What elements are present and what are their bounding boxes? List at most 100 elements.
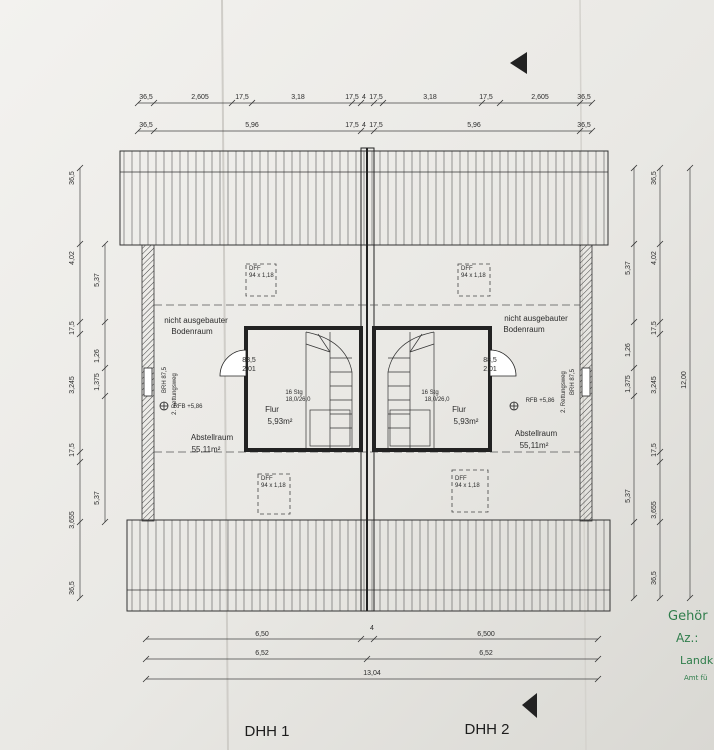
dimension-tick bbox=[630, 240, 638, 248]
right-total-dimension: 12,00 bbox=[681, 371, 688, 389]
bottom-total-dimension: 13,04 bbox=[363, 670, 381, 677]
top-dimension-label: 17,5 bbox=[369, 94, 383, 101]
dimension-tick bbox=[150, 99, 158, 107]
stair-core-left bbox=[244, 326, 363, 452]
dimension-tick bbox=[576, 127, 584, 135]
bottom-dimension-label: 6,50 bbox=[255, 631, 269, 638]
top-dimension-label: 5,96 bbox=[467, 122, 481, 129]
left-dimension-lines bbox=[79, 168, 106, 598]
dimension-tick bbox=[76, 164, 84, 172]
room-area-flur: 5,93m² bbox=[454, 417, 479, 426]
dimension-tick bbox=[348, 99, 356, 107]
roof-window-label: DFF bbox=[261, 476, 273, 482]
stairs-label: 16 Stg bbox=[421, 390, 438, 396]
dimension-tick bbox=[101, 364, 109, 372]
door-height-label: 2,01 bbox=[242, 366, 256, 373]
bottom-dimension-lines bbox=[146, 638, 598, 680]
left-dimension-label: 1,375 bbox=[94, 373, 101, 391]
dimension-tick bbox=[656, 318, 664, 326]
roof-window bbox=[451, 469, 489, 513]
dimension-tick bbox=[134, 99, 142, 107]
dimension-tick bbox=[656, 594, 664, 602]
top-dimension-label: 36,5 bbox=[139, 94, 153, 101]
left-dimension-label: 17,5 bbox=[69, 321, 76, 335]
door-width-label: 88,5 bbox=[483, 357, 497, 364]
stairs-label: 18,0/26,0 bbox=[285, 397, 311, 403]
stairs-label: 18,0/26,0 bbox=[424, 397, 450, 403]
bottom-dimension-label: 6,52 bbox=[255, 650, 269, 657]
top-dimension-label: 3,18 bbox=[291, 94, 305, 101]
dimension-tick bbox=[478, 99, 486, 107]
dimension-tick bbox=[656, 448, 664, 456]
right-dimension-label: 3,655 bbox=[651, 501, 658, 519]
top-dimension-label: 36,5 bbox=[577, 94, 591, 101]
door-swing-left bbox=[219, 349, 247, 377]
roof-window-label: DFF bbox=[461, 266, 473, 272]
escape-window-label: BRH 87,5 bbox=[162, 366, 168, 393]
dimension-tick bbox=[142, 635, 150, 643]
room-area-abstellraum: 55,11m² bbox=[192, 445, 221, 454]
direction-arrow-icon bbox=[510, 52, 527, 74]
right-dimension-label: 4,02 bbox=[651, 251, 658, 265]
rfb-marker-right bbox=[509, 401, 519, 411]
dimension-tick bbox=[656, 458, 664, 466]
dimension-tick bbox=[588, 127, 596, 135]
room-area-flur: 5,93m² bbox=[268, 417, 293, 426]
top-dimension-label: 2,605 bbox=[191, 94, 209, 101]
dimension-tick bbox=[228, 99, 236, 107]
dimension-tick bbox=[357, 99, 365, 107]
dimension-tick bbox=[594, 655, 602, 663]
left-dimension-label: 17,5 bbox=[69, 443, 76, 457]
dimension-tick bbox=[101, 318, 109, 326]
attic-label: nicht ausgebauter bbox=[164, 316, 228, 325]
roof-window-size: 94 x 1,18 bbox=[455, 483, 480, 489]
dimension-tick bbox=[496, 99, 504, 107]
top-dimension-label: 17,5 bbox=[345, 122, 359, 129]
escape-window-left bbox=[143, 367, 153, 397]
top-dimension-label: 2,605 bbox=[531, 94, 549, 101]
roof-window-label: DFF bbox=[455, 476, 467, 482]
dimension-tick bbox=[370, 127, 378, 135]
dimension-tick bbox=[630, 518, 638, 526]
dimension-tick bbox=[142, 675, 150, 683]
attic-label: Bodenraum bbox=[503, 325, 545, 334]
escape-route-label: 2. Rettungsweg bbox=[172, 373, 178, 415]
stairs-left bbox=[305, 331, 353, 448]
dimension-tick bbox=[630, 392, 638, 400]
left-dimension-label: 36,5 bbox=[69, 171, 76, 185]
dimension-tick bbox=[248, 99, 256, 107]
dimension-tick bbox=[686, 594, 694, 602]
rfb-label: RFB +5,86 bbox=[174, 404, 204, 410]
dimension-tick bbox=[594, 635, 602, 643]
left-dimension-label: 3,245 bbox=[69, 376, 76, 394]
right-dimension-label: 5,37 bbox=[625, 261, 632, 275]
dimension-tick bbox=[142, 655, 150, 663]
top-dimension-label: 17,5 bbox=[235, 94, 249, 101]
house-1-label: DHH 1 bbox=[244, 723, 289, 740]
dimension-tick bbox=[76, 518, 84, 526]
dimension-tick bbox=[76, 458, 84, 466]
dimension-tick bbox=[630, 364, 638, 372]
left-dimension-label: 5,37 bbox=[94, 491, 101, 505]
escape-route-label: 2. Rettungsweg bbox=[561, 371, 567, 413]
top-dimension-label: 17,5 bbox=[479, 94, 493, 101]
room-name-flur: Flur bbox=[265, 405, 279, 414]
bottom-dimension-label: 6,52 bbox=[479, 650, 493, 657]
dimension-tick bbox=[370, 635, 378, 643]
roof-top-band bbox=[119, 150, 609, 246]
top-dimension-label: 4 bbox=[362, 94, 366, 101]
roof-window-label: DFF bbox=[249, 266, 261, 272]
room-area-abstellraum: 55,11m² bbox=[520, 441, 549, 450]
roof-bottom-band bbox=[126, 519, 611, 612]
left-dimension-label: 3,655 bbox=[69, 511, 76, 529]
bottom-dimension-label: 6,500 bbox=[477, 631, 495, 638]
dimension-tick bbox=[630, 594, 638, 602]
dimension-tick bbox=[379, 99, 387, 107]
dimension-tick bbox=[76, 240, 84, 248]
stairs-label: 16 Stg bbox=[285, 390, 302, 396]
left-dimension-label: 5,37 bbox=[94, 273, 101, 287]
door-height-label: 2,01 bbox=[483, 366, 497, 373]
dimension-tick bbox=[76, 318, 84, 326]
